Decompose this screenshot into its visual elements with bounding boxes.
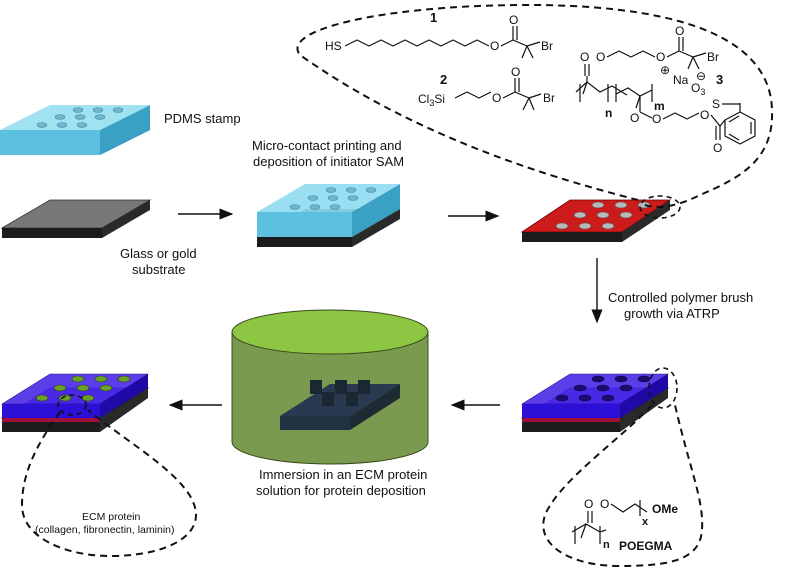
compound-2-br: Br xyxy=(543,91,555,105)
poegma-x: x xyxy=(642,516,649,528)
compound-3: 3 O O O O Br n m O O O xyxy=(575,24,756,155)
svg-text:O: O xyxy=(511,65,520,79)
ecm-beaker xyxy=(231,309,429,465)
substrate-label-line2: substrate xyxy=(132,262,185,277)
ecm-substrate xyxy=(0,373,150,432)
stamp-on-substrate xyxy=(257,184,400,247)
compound-3-number: 3 xyxy=(716,72,723,87)
substrate-label-line1: Glass or gold xyxy=(120,246,197,261)
pdms-label: PDMS stamp xyxy=(164,111,241,126)
poegma-zoom-circle xyxy=(648,367,678,409)
compound-1-hs: HS xyxy=(325,39,342,53)
compound-2-cl: Cl xyxy=(418,92,429,106)
compound-3-m: m xyxy=(654,99,665,113)
svg-text:O: O xyxy=(700,108,709,122)
svg-text:O: O xyxy=(509,13,518,27)
svg-text:O: O xyxy=(675,24,684,38)
svg-text:O: O xyxy=(492,91,501,105)
atrp-label-line1: Controlled polymer brush xyxy=(608,290,753,305)
compound-3-o3: O xyxy=(691,81,700,95)
substrate-slab xyxy=(0,199,152,238)
svg-text:⊖: ⊖ xyxy=(696,69,706,83)
compound-2: 2 Cl3Si O O Br xyxy=(418,65,555,111)
ecm-callout xyxy=(20,409,198,558)
svg-text:O: O xyxy=(600,497,609,511)
svg-text:O: O xyxy=(656,50,665,64)
poegma-n: n xyxy=(603,539,610,551)
mcp-label-line2: deposition of initiator SAM xyxy=(253,154,404,169)
initiator-zoom-circle xyxy=(639,195,681,219)
compound-3-br: Br xyxy=(707,50,719,64)
ecm-label-line2: (collagen, fibronectin, laminin) xyxy=(35,524,174,536)
initiator-callout xyxy=(296,3,774,208)
compound-3-na: Na xyxy=(673,73,689,87)
poegma-callout xyxy=(542,404,704,568)
svg-text:O3: O3 xyxy=(691,81,705,97)
svg-text:O: O xyxy=(490,39,499,53)
initiator-substrate xyxy=(520,199,672,242)
compound-3-n: n xyxy=(605,106,612,120)
immersion-label-line2: solution for protein deposition xyxy=(256,483,426,498)
poegma-ome: OMe xyxy=(652,502,678,516)
pdms-stamp xyxy=(0,105,150,155)
compound-1: 1 HS O O Br xyxy=(325,10,553,59)
immersion-label-line1: Immersion in an ECM protein xyxy=(259,467,427,482)
compound-3-s: S xyxy=(712,97,720,111)
poegma-structure: O O x OMe n POEGMA xyxy=(571,497,678,553)
svg-text:O: O xyxy=(596,50,605,64)
poegma-label: POEGMA xyxy=(619,539,673,553)
svg-text:O: O xyxy=(584,497,593,511)
brush-substrate xyxy=(520,373,670,432)
compound-2-number: 2 xyxy=(440,72,447,87)
svg-text:O: O xyxy=(580,50,589,64)
svg-text:O: O xyxy=(713,141,722,155)
compound-1-br: Br xyxy=(541,39,553,53)
svg-text:Cl3Si: Cl3Si xyxy=(418,92,445,108)
atrp-label-line2: growth via ATRP xyxy=(624,306,720,321)
ecm-label-line1: ECM protein xyxy=(82,511,141,523)
compound-3-plus: ⊕ xyxy=(660,63,670,77)
mcp-label-line1: Micro-contact printing and xyxy=(252,138,402,153)
svg-text:O: O xyxy=(630,111,639,125)
svg-text:O: O xyxy=(652,112,661,126)
compound-1-number: 1 xyxy=(430,10,437,25)
ecm-zoom-circle xyxy=(57,394,87,416)
